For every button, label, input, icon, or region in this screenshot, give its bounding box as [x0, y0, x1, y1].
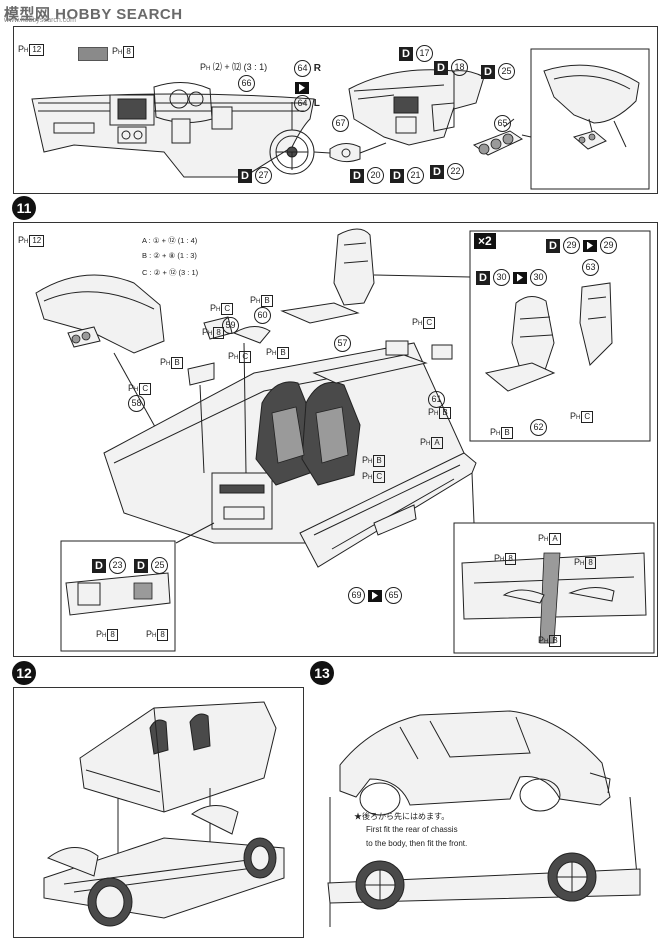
fit-note-jp: ★後ろから先にはめます。 — [354, 812, 450, 821]
part-61: 61 — [428, 391, 445, 408]
quantity-x2: ×2 — [474, 233, 496, 249]
part-58: 58 — [128, 395, 145, 412]
part-63: 63 — [582, 259, 599, 276]
paint-mix: PH ⑵ + ⑿ (3 : 1) — [200, 62, 268, 72]
decal-mark-icon — [513, 271, 527, 284]
color-swatch — [78, 47, 108, 61]
dashboard-drawing — [31, 48, 650, 190]
panel-step-12 — [13, 687, 304, 938]
part-60: 60 — [254, 307, 271, 324]
fit-note-en-1: First fit the rear of chassis — [366, 825, 458, 834]
part-62: 62 — [530, 419, 547, 436]
step-number-11: 11 — [12, 196, 36, 220]
part-65: 65 — [494, 115, 511, 132]
part-66: 66 — [238, 75, 255, 92]
step-number-12: 12 — [12, 661, 36, 685]
part-59: 59 — [222, 317, 239, 334]
decal-mark-icon — [368, 589, 382, 602]
paint-mix-a: A : ① + ⑫ (1 : 4) — [142, 236, 198, 245]
paint-mix-b: B : ② + ⑧ (1 : 3) — [142, 251, 197, 260]
step-number-13: 13 — [310, 661, 334, 685]
watermark-url: www.hobbysearch.com — [4, 17, 76, 24]
decal-mark-icon — [583, 239, 597, 252]
car-fitting-drawing — [327, 710, 641, 927]
panel-step-13: ★後ろから先にはめます。 First fit the rear of chass… — [310, 687, 660, 938]
interior-drawing — [35, 228, 655, 654]
part-67: 67 — [332, 115, 349, 132]
paint-mix-c: C : ② + ⑫ (3 : 1) — [142, 268, 199, 277]
decal-mark-icon — [295, 79, 309, 97]
fit-note-en-2: to the body, then fit the front. — [366, 839, 468, 848]
part-64-l: 64 L — [294, 95, 320, 112]
part-64-r: 64 R — [294, 60, 321, 77]
chassis-body-drawing — [43, 701, 285, 927]
part-57: 57 — [334, 335, 351, 352]
